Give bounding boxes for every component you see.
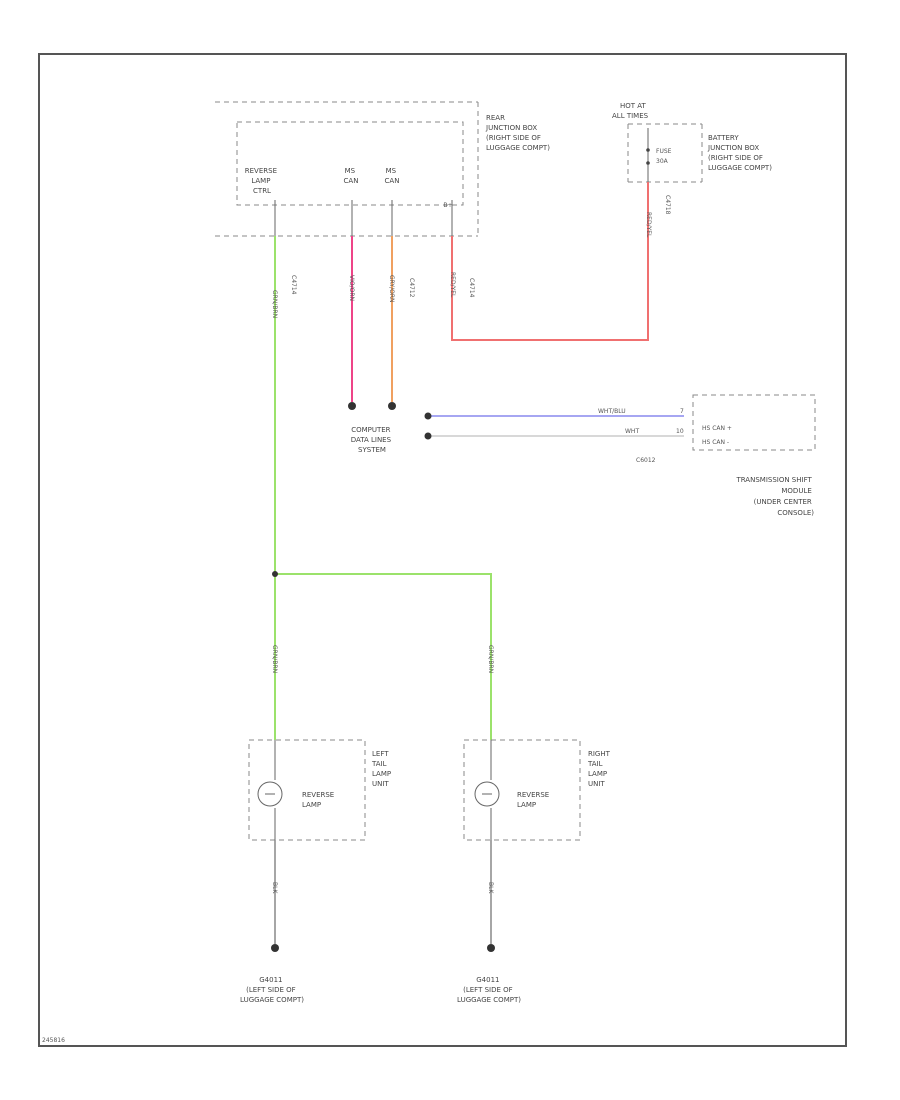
right-tail-lamp-unit: REVERSE LAMP RIGHT TAIL LAMP UNIT xyxy=(463,739,612,841)
wire-label-right-lamp: GRN/BRN xyxy=(487,645,494,673)
fuse-label: FUSE 30A xyxy=(656,148,673,165)
bjb-label: BATTERY JUNCTION BOX (RIGHT SIDE OF LUGG… xyxy=(707,134,772,172)
pin-num-b: 10 xyxy=(676,428,684,435)
left-ground-label: G4011 (LEFT SIDE OF LUGGAGE COMPT) xyxy=(240,976,304,1004)
connector-rjb-power: C4714 xyxy=(468,278,475,298)
connector-rjb-reverse: C4714 xyxy=(290,275,297,295)
wire-label-white: WHT xyxy=(625,428,639,435)
hs-can-plus: HS CAN + xyxy=(702,425,732,432)
left-ground-terminal xyxy=(271,944,279,952)
transmission-shift-module: 7 10 HS CAN + HS CAN - C6012 TRANSMISSIO… xyxy=(636,394,816,517)
left-tail-lamp-unit: REVERSE LAMP LEFT TAIL LAMP UNIT xyxy=(248,739,393,841)
wire-label-blue: WHT/BLU xyxy=(598,408,626,415)
splice xyxy=(272,571,278,577)
reverse-lamp-relay-label: REVERSE LAMP CTRL xyxy=(245,167,279,195)
wire-red-power xyxy=(451,182,649,341)
battery-junction-box: HOT AT ALL TIMES FUSE 30A BATTERY JUNCTI… xyxy=(612,102,772,215)
right-reverse-lamp-label: REVERSE LAMP xyxy=(517,791,551,809)
left-reverse-lamp-label: REVERSE LAMP xyxy=(302,791,336,809)
terminal-pink xyxy=(348,402,356,410)
right-tail-lamp-unit-label: RIGHT TAIL LAMP UNIT xyxy=(587,750,612,788)
wire-label-orange: GRY/ORN xyxy=(388,275,395,303)
power-pin-marker: B+ xyxy=(443,202,452,209)
hs-can-minus: HS CAN - xyxy=(702,439,729,446)
wire-label-red-bjb: RED/YEL xyxy=(645,212,652,238)
wire-green-branch xyxy=(275,573,492,740)
wire-label-left-lamp: GRN/BRN xyxy=(271,645,278,673)
rear-junction-box: REAR JUNCTION BOX (RIGHT SIDE OF LUGGAGE… xyxy=(215,101,550,237)
terminal-white xyxy=(424,432,432,440)
terminal-orange xyxy=(388,402,396,410)
right-ground-label: G4011 (LEFT SIDE OF LUGGAGE COMPT) xyxy=(457,976,521,1004)
right-ground-terminal xyxy=(487,944,495,952)
tsm-label: TRANSMISSION SHIFT MODULE (UNDER CENTER … xyxy=(735,476,814,517)
ms-can-1-label: MS CAN xyxy=(344,167,359,185)
left-tail-lamp-unit-label: LEFT TAIL LAMP UNIT xyxy=(371,750,393,788)
pin-num-a: 7 xyxy=(680,408,684,415)
wire-label-left-ground: BLK xyxy=(271,882,278,894)
diagram-frame xyxy=(38,53,847,1047)
wire-label-pink: VIO/ORN xyxy=(348,275,355,301)
wire-label-right-ground: BLK xyxy=(487,882,494,894)
wire-label-red-rjb: RED/YEL xyxy=(449,272,456,298)
connector-tsm: C6012 xyxy=(636,457,656,464)
hot-at-all-times-label: HOT AT ALL TIMES xyxy=(612,102,649,120)
rjb-label: REAR JUNCTION BOX (RIGHT SIDE OF LUGGAGE… xyxy=(485,114,550,152)
ms-can-2-label: MS CAN xyxy=(385,167,400,185)
connector-bjb: C4718 xyxy=(664,195,671,215)
terminal-blue xyxy=(424,412,432,420)
wire-label-green-main: GRN/BRN xyxy=(271,290,278,318)
connector-rjb-can: C4712 xyxy=(408,278,415,298)
computer-data-lines-label: COMPUTER DATA LINES SYSTEM xyxy=(351,426,394,454)
footer-code: 245816 xyxy=(42,1037,65,1044)
